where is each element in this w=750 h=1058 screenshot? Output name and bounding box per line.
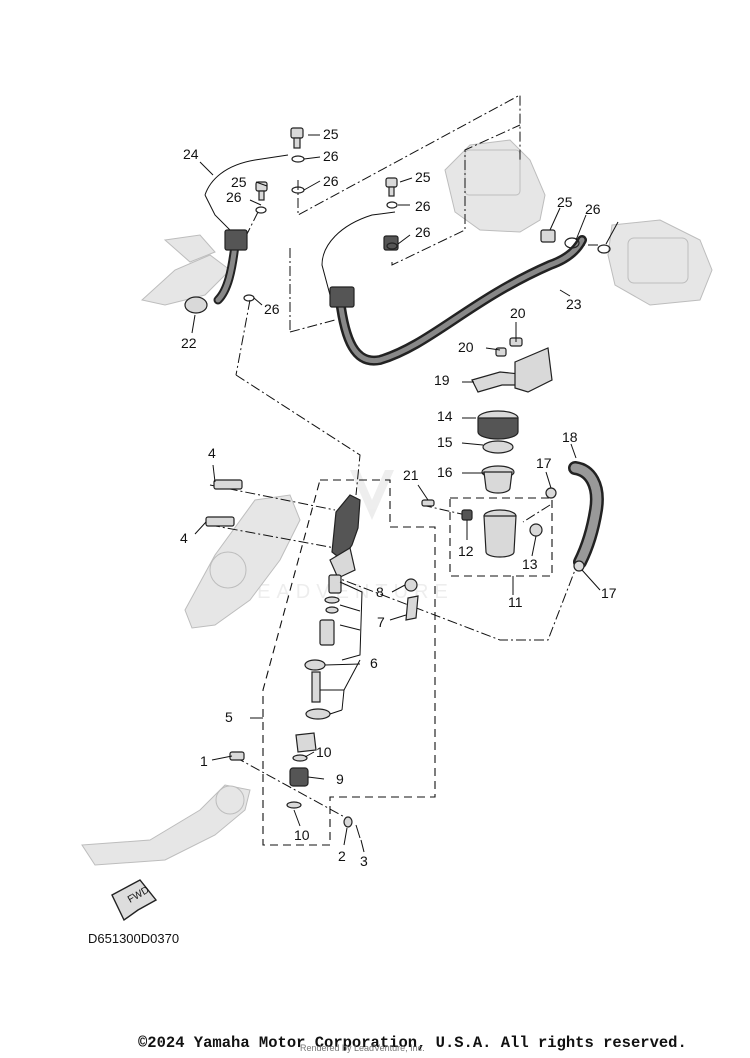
boot-7 bbox=[405, 595, 419, 621]
reservoir-bracket-19 bbox=[471, 347, 553, 393]
callout-20: 20 bbox=[458, 339, 474, 355]
callout-10: 10 bbox=[316, 744, 332, 760]
reservoir-cap-14 bbox=[477, 410, 519, 440]
callout-17: 17 bbox=[601, 585, 617, 601]
rendered-by-notice: Rendered by LeadVenture, Inc. bbox=[300, 1043, 425, 1053]
push-rod-boot bbox=[295, 732, 317, 753]
cap-plate-16 bbox=[482, 440, 514, 454]
frame-bracket-ghost bbox=[140, 234, 231, 306]
frame-mount-ghost bbox=[184, 494, 301, 629]
callout-26: 26 bbox=[585, 201, 601, 217]
hose-clamp-22 bbox=[184, 296, 208, 314]
callout-26: 26 bbox=[264, 301, 280, 317]
fwd-arrow-icon: FWD bbox=[111, 879, 158, 922]
callout-26: 26 bbox=[323, 173, 339, 189]
callout-25: 25 bbox=[557, 194, 573, 210]
callout-25: 25 bbox=[231, 174, 247, 190]
callout-11: 11 bbox=[508, 594, 523, 610]
hose-joint-lower bbox=[329, 286, 355, 308]
callout-4: 4 bbox=[208, 445, 216, 461]
hose-clip-17a bbox=[545, 487, 557, 499]
callout-22: 22 bbox=[181, 335, 197, 351]
callout-18: 18 bbox=[562, 429, 578, 445]
callout-9: 9 bbox=[336, 771, 344, 787]
reservoir-bolt-12 bbox=[461, 509, 473, 521]
callout-10: 10 bbox=[294, 827, 310, 843]
callout-26: 26 bbox=[323, 148, 339, 164]
master-cylinder-body bbox=[329, 494, 361, 579]
brake-pedal-ghost bbox=[81, 784, 251, 866]
hose-clip-17b bbox=[573, 560, 585, 572]
diagram-code: D651300D0370 bbox=[88, 931, 179, 946]
watermark-logo: LEADVENTURE bbox=[240, 470, 454, 603]
callout-5: 5 bbox=[225, 709, 233, 725]
bleed-cap-8 bbox=[404, 578, 418, 592]
callout-26: 26 bbox=[226, 189, 242, 205]
leader-lines bbox=[191, 134, 619, 853]
callout-12: 12 bbox=[458, 543, 474, 559]
callout-25: 25 bbox=[323, 126, 339, 142]
callout-23: 23 bbox=[566, 296, 582, 312]
callout-21: 21 bbox=[403, 467, 419, 483]
callout-2: 2 bbox=[338, 848, 346, 864]
callout-14: 14 bbox=[437, 408, 453, 424]
callout-1: 1 bbox=[200, 753, 208, 769]
watermark-text: LEADVENTURE bbox=[240, 581, 454, 603]
mounting-bolt-4 bbox=[205, 479, 243, 527]
grommet-13 bbox=[529, 523, 543, 537]
callout-4: 4 bbox=[180, 530, 188, 546]
callout-26: 26 bbox=[415, 224, 431, 240]
callout-15: 15 bbox=[437, 434, 453, 450]
callout-3: 3 bbox=[360, 853, 368, 869]
diaphragm-15 bbox=[481, 465, 515, 494]
cotter-pin-3 bbox=[355, 824, 361, 839]
master-cylinder-kit-box bbox=[262, 479, 436, 846]
screw-21 bbox=[421, 499, 435, 507]
abs-unit-ghost bbox=[444, 139, 546, 233]
copyright-notice: ©2024 Yamaha Motor Corporation, U.S.A. A… bbox=[138, 1034, 687, 1052]
callout-19: 19 bbox=[434, 372, 450, 388]
callout-16: 16 bbox=[437, 464, 453, 480]
callout-26: 26 bbox=[415, 198, 431, 214]
clevis-9 bbox=[286, 754, 309, 809]
hose-joint-upper bbox=[224, 229, 248, 251]
callout-8: 8 bbox=[376, 584, 384, 600]
brake-pipe-24 bbox=[204, 154, 289, 196]
brake-pipe-abs bbox=[321, 211, 396, 296]
callout-20: 20 bbox=[510, 305, 526, 321]
rear-caliper-ghost bbox=[607, 219, 713, 306]
washer-2 bbox=[343, 816, 353, 828]
callout-24: 24 bbox=[183, 146, 199, 162]
bracket-bolt-20 bbox=[495, 337, 523, 357]
callout-17: 17 bbox=[536, 455, 552, 471]
callout-7: 7 bbox=[377, 614, 385, 630]
callout-13: 13 bbox=[522, 556, 538, 572]
callout-25: 25 bbox=[415, 169, 431, 185]
union-bolt-icon bbox=[255, 127, 556, 243]
reservoir-body bbox=[483, 509, 517, 558]
callout-6: 6 bbox=[370, 655, 378, 671]
pivot-bolt-1 bbox=[229, 751, 245, 761]
